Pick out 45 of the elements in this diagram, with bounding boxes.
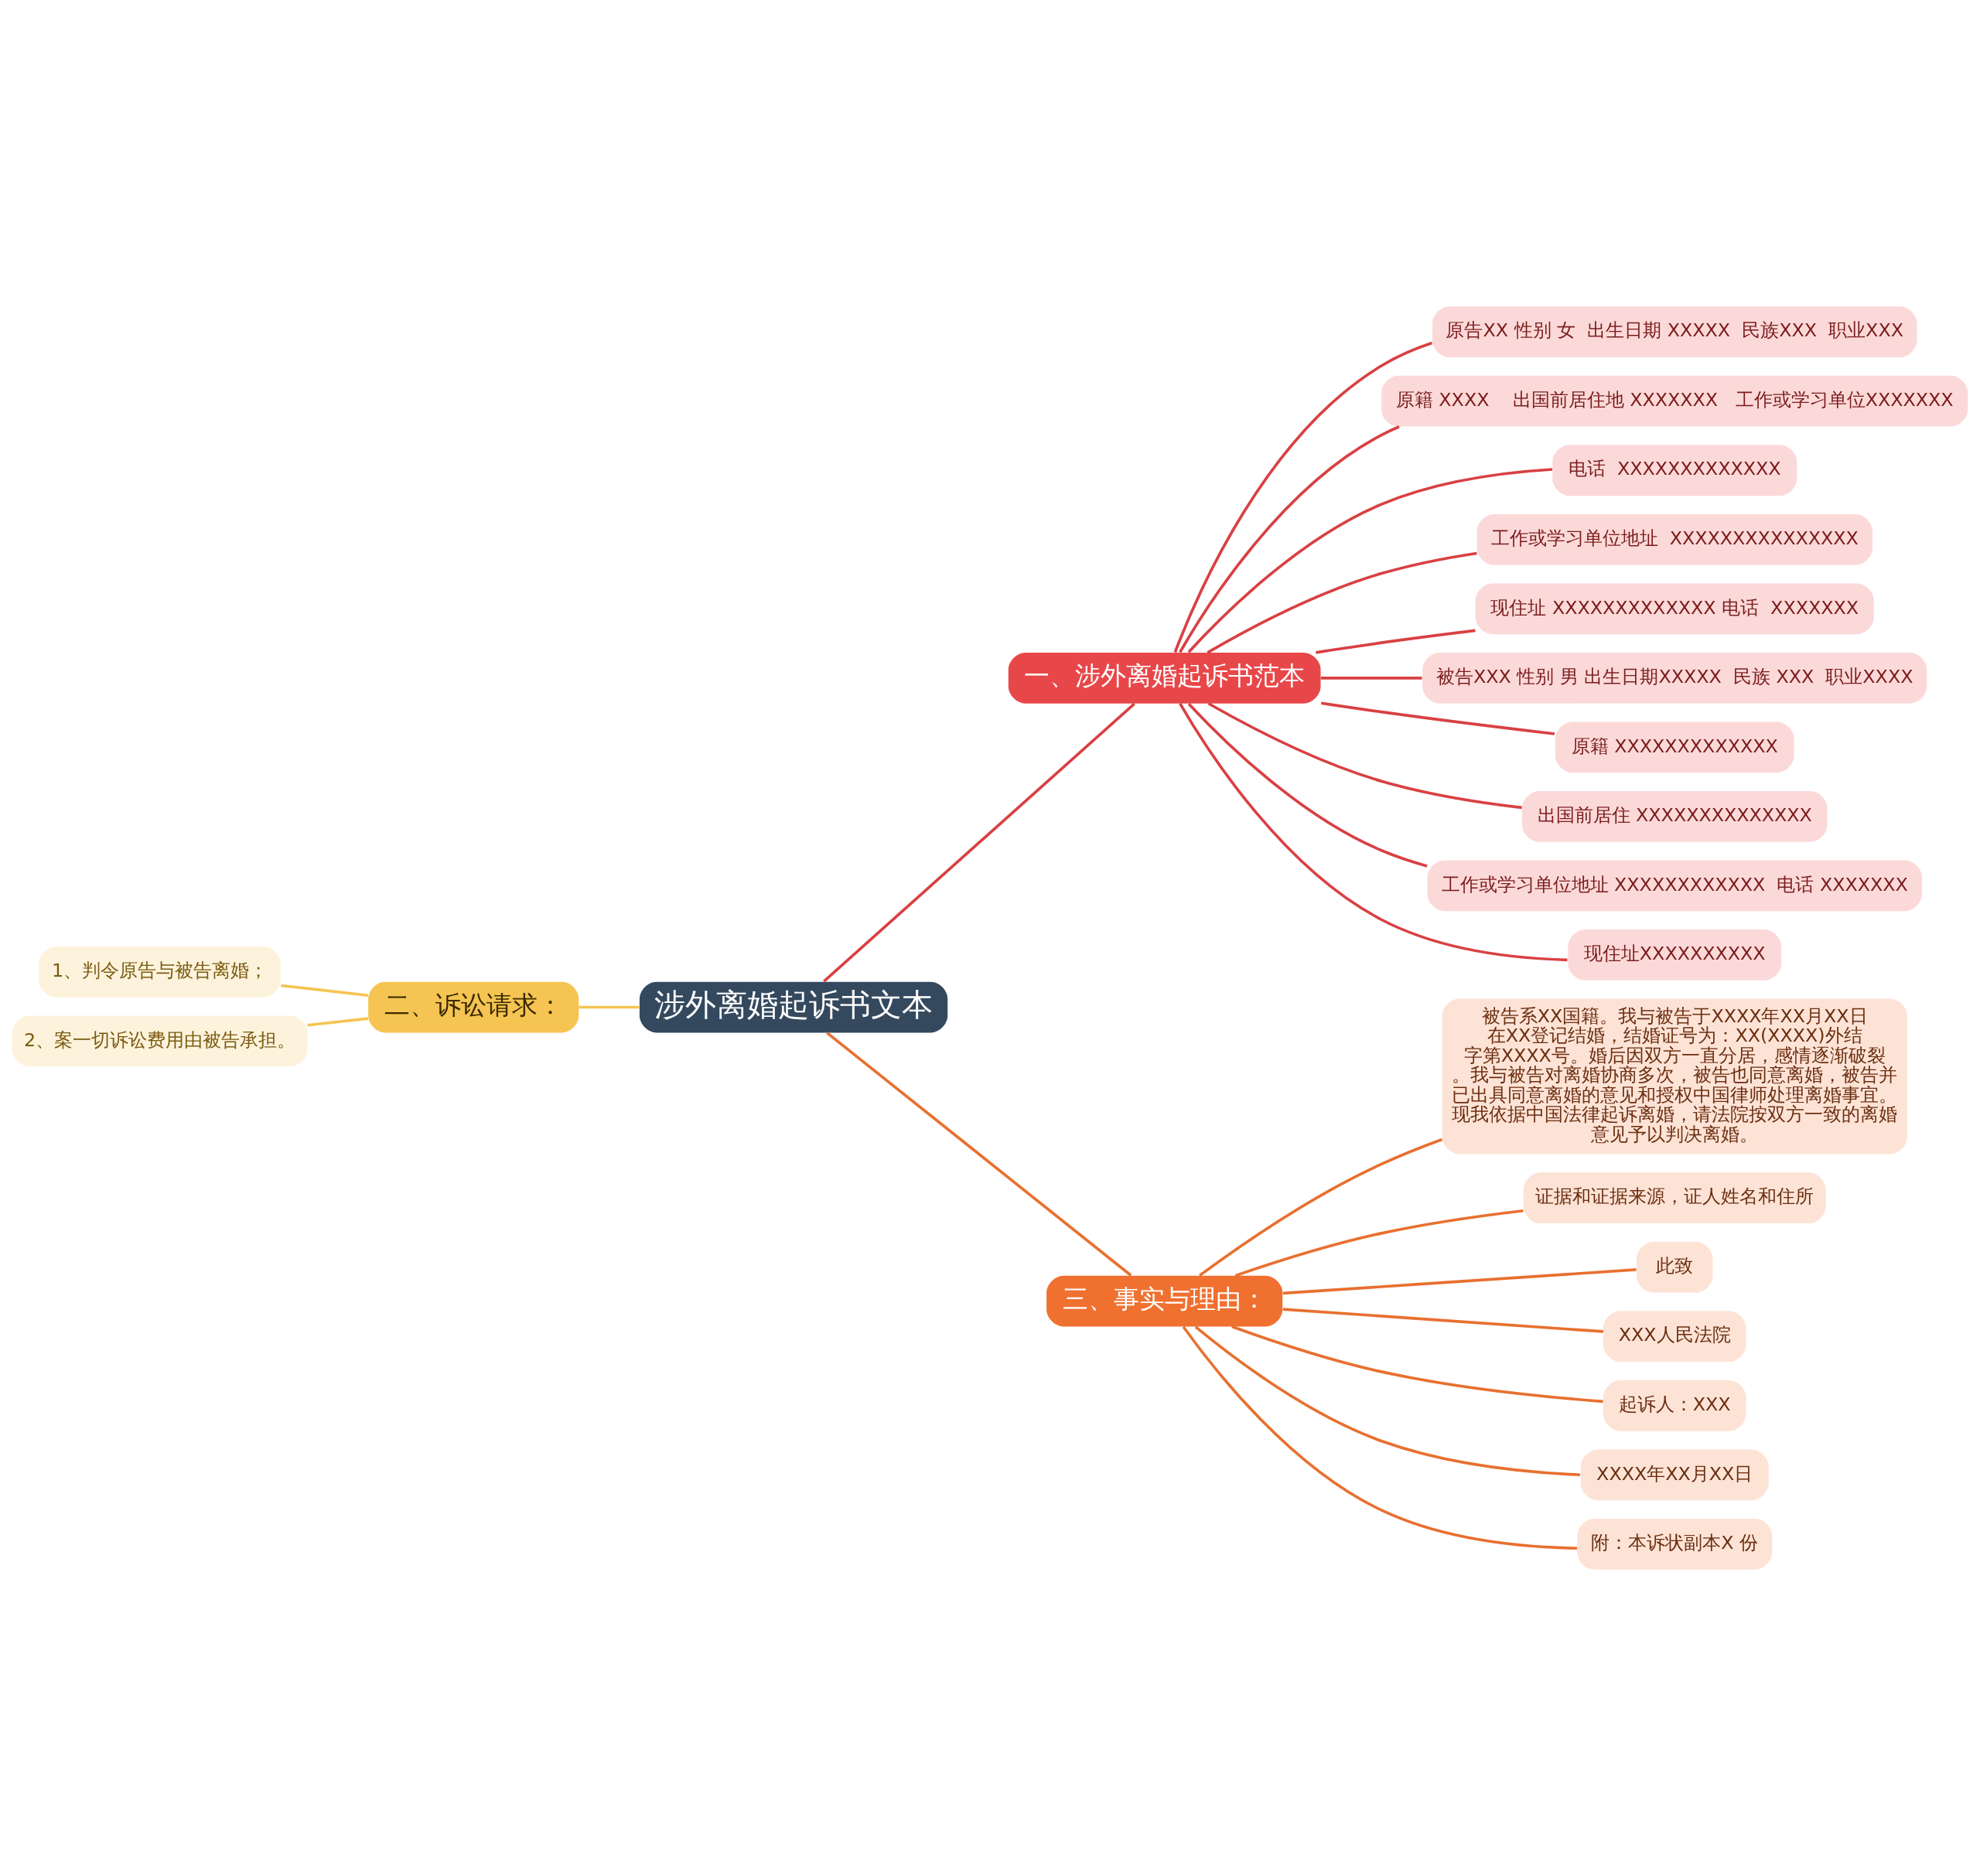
connector <box>1199 1138 1443 1277</box>
node-box: 起诉人：XXX <box>1603 1380 1746 1431</box>
connector <box>307 1017 369 1027</box>
connector <box>823 702 1135 983</box>
connector <box>1234 1209 1524 1277</box>
node-box: 1、判令原告与被告离婚； <box>39 946 281 998</box>
connector <box>1194 1325 1580 1477</box>
node-box: XXX人民法院 <box>1603 1311 1746 1363</box>
node-box: 原籍 XXXX 出国前居住地 XXXXXXX 工作或学习单位XXXXXXX <box>1381 375 1968 427</box>
node-box: XXXX年XX月XX日 <box>1580 1449 1769 1501</box>
node-box: 出国前居住 XXXXXXXXXXXXXX <box>1521 791 1828 842</box>
connector <box>1231 1325 1603 1404</box>
connector <box>579 1005 640 1009</box>
node-box: 被告XXX 性别 男 出生日期XXXXX 民族 XXX 职业XXXX <box>1422 652 1927 704</box>
connector <box>1187 468 1553 653</box>
connector <box>1282 1308 1604 1333</box>
connector <box>1179 702 1568 962</box>
node-box: 附：本诉状副本X 份 <box>1577 1518 1773 1570</box>
connector <box>1187 702 1428 868</box>
connector <box>1182 1325 1577 1550</box>
node-box: 被告系XX国籍。我与被告于XXXX年XX月XX日在XX登记结婚，结婚证号为：XX(XXXX)外结字第XXXX号。婚后因双方一直分居，感情逐渐破裂。我与被告对离婚协商多次，被告也同意离婚，被告并已出具同意离婚的意见和授权中国律师处理离婚事宜。现我依据中国法律起诉离婚，请法院按双方一致的离婚意见予以判决离婚。 <box>1442 998 1907 1155</box>
connector <box>1207 551 1477 654</box>
connector <box>1207 702 1522 810</box>
connector <box>1173 341 1433 653</box>
node-box: 一、涉外离婚起诉书范本 <box>1008 652 1321 704</box>
node-box: 工作或学习单位地址 XXXXXXXXXXXX 电话 XXXXXXX <box>1427 860 1922 912</box>
node-box: 现住址 XXXXXXXXXXXXX 电话 XXXXXXX <box>1475 583 1874 635</box>
connector <box>1316 629 1476 654</box>
node-box: 电话 XXXXXXXXXXXXX <box>1552 445 1797 496</box>
node-box: 三、事实与理由： <box>1046 1275 1283 1327</box>
connector <box>1320 677 1422 680</box>
node-box: 二、诉讼请求： <box>368 981 579 1033</box>
node-box: 工作或学习单位地址 XXXXXXXXXXXXXXX <box>1476 513 1872 565</box>
connector <box>281 984 369 998</box>
node-box: 此致 <box>1636 1241 1713 1293</box>
node-box: 原告XX 性别 女 出生日期 XXXXX 民族XXX 职业XXX <box>1432 306 1917 358</box>
connector <box>1282 1268 1637 1295</box>
node-box: 现住址XXXXXXXXXX <box>1568 929 1782 981</box>
node-box: 涉外离婚起诉书文本 <box>639 981 948 1033</box>
connector <box>826 1032 1132 1277</box>
node-box: 原籍 XXXXXXXXXXXXX <box>1555 721 1794 773</box>
connector <box>1320 701 1555 735</box>
node-box: 证据和证据来源，证人姓名和住所 <box>1523 1172 1826 1224</box>
node-box: 2、案一切诉讼费用由被告承担。 <box>12 1015 308 1067</box>
connector <box>1179 425 1400 653</box>
